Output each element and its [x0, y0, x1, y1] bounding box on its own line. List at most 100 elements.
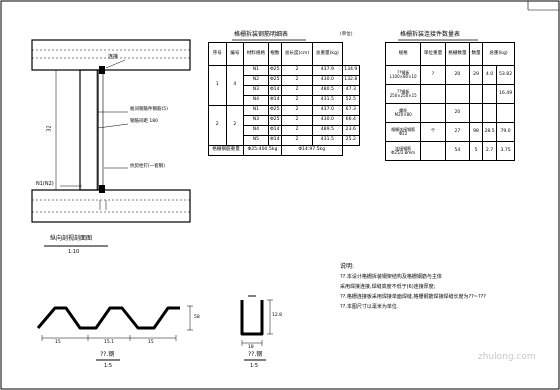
- table1-cell: 430.0: [312, 115, 343, 126]
- table2-cell: 54: [444, 141, 471, 161]
- table2-cell: [496, 103, 515, 123]
- table2-header-cell: 总重(kg): [481, 42, 516, 66]
- height-dimension-value: 32: [46, 125, 53, 132]
- table2-cell: 98: [469, 122, 483, 142]
- table2-cell: [469, 84, 483, 104]
- table1-cell: 47.3: [341, 85, 361, 96]
- note-line: ??.本设计格栅拆装钢架结构及格栅钢筋与主体: [340, 274, 442, 280]
- table2-header-row: 规格 单位重量 格栅数量 数量 总重(kg): [384, 42, 516, 66]
- table1-cell: 2: [280, 105, 314, 116]
- table2-cell: 79.0: [496, 122, 515, 142]
- bottom-slab: [31, 189, 191, 223]
- table1-cell: 132.8: [341, 75, 361, 86]
- main-section-view: [31, 39, 191, 247]
- bottom-bolt: [99, 185, 105, 193]
- table1-cell: 430.0: [312, 75, 343, 86]
- table1-cell: 2: [280, 85, 314, 96]
- detail1-dim: 15: [55, 340, 61, 345]
- table1-cell: N4: [243, 95, 269, 106]
- table2-cell: 20: [444, 103, 471, 123]
- table1-cell: 2: [280, 115, 314, 126]
- table1-header-cell: 总重量(kg): [312, 42, 343, 66]
- table1-cell: 66.4: [341, 115, 361, 126]
- table1-cell: 437.0: [312, 105, 343, 116]
- table1-group-qty: 4: [225, 65, 245, 106]
- table1-cell: 437.9: [312, 65, 343, 76]
- notes-heading: 说明:: [340, 263, 355, 270]
- table1-header-cell: 总长度(cm): [280, 42, 314, 66]
- top-slab: [31, 39, 191, 71]
- table2-header-cell: 格栅数量: [444, 42, 471, 66]
- callout-stud: 抗剪栓钉(一套钢): [130, 164, 166, 169]
- connector-table: 规格 单位重量 格栅数量 数量 总重(kg) ??钢板 L100×80×10?2…: [384, 42, 516, 161]
- table2-cell: ??钢板 L100×80×10: [384, 65, 422, 85]
- table1-unit: (单位): [340, 32, 353, 37]
- top-bolt: [99, 66, 105, 74]
- table1-cell: 2: [280, 95, 314, 106]
- table1-cell: 431.5: [312, 95, 343, 106]
- table1-cell: Φ25: [267, 75, 282, 86]
- table2-cell: 16.49: [496, 84, 515, 104]
- table2-row: 螺栓 M20×80 20: [384, 103, 515, 123]
- table1-cell: Φ14: [267, 135, 282, 146]
- table2-cell: ??钢板 250×250×15: [384, 84, 422, 104]
- table2-cell: [481, 84, 498, 104]
- table2-cell: 4.0: [481, 65, 498, 85]
- table2-header-cell: 数量: [469, 42, 483, 66]
- table1-cell: Φ25: [267, 105, 282, 116]
- table1-group-no: 2: [208, 105, 227, 146]
- detail1-profile: [36, 305, 193, 361]
- table1-cell: 489.5: [312, 125, 343, 136]
- table2-header-cell: 单位重量: [420, 42, 446, 66]
- table1-title: 格栅拆装钢筋明细表: [234, 31, 289, 38]
- table2-title: 格栅拆装连接件数量表: [400, 31, 461, 38]
- table1-header-cell: 序号: [208, 42, 227, 66]
- table1-cell: Φ25: [267, 115, 282, 126]
- table2-cell: 20: [444, 65, 471, 85]
- detail2-dim: 12.8: [272, 313, 283, 318]
- table1-header-cell: 根数: [267, 42, 282, 66]
- table1-cell: N3: [243, 85, 269, 96]
- table2-cell: 螺栓 M20×80: [384, 103, 422, 123]
- table1-cell: N1: [243, 65, 269, 76]
- table1-cell: N5: [243, 135, 269, 146]
- table1-cell: 67.3: [341, 105, 361, 116]
- table1-header-row: 序号 编号 材料规格 根数 总长度(cm) 总重量(kg): [208, 42, 360, 66]
- web-column: [79, 69, 99, 191]
- table2-cell: 28.5: [481, 122, 498, 142]
- detail1-dim: 58: [194, 315, 200, 320]
- table2-cell: 29: [469, 65, 483, 85]
- table2-cell: [481, 103, 498, 123]
- note-line: ??.格栅连接板采用焊接单面焊缝,格栅钢筋焊接焊缝长度为??~???: [340, 294, 486, 300]
- table2-cell: 27: [444, 122, 471, 142]
- main-view-scale: 1:10: [68, 249, 80, 255]
- detail2-channel: [240, 295, 273, 361]
- bottom-bar-label: N1(N2): [36, 181, 54, 187]
- table1-total-row: 格栅钢筋重量 Φ25:400.5kg Φ14:97.5kg: [207, 145, 360, 156]
- table1-cell: Φ14: [267, 125, 282, 136]
- table1-cell: 23.6: [341, 125, 361, 136]
- table1-cell: N3: [243, 115, 269, 126]
- table1-header-cell: 材料规格: [243, 42, 269, 66]
- table1-total-b: Φ14:97.5kg: [280, 145, 343, 156]
- table1-cell: 2: [280, 75, 314, 86]
- table2-cell: [420, 103, 446, 123]
- detail2-scale: 1:5: [250, 363, 259, 369]
- table1-cell: 2: [280, 65, 314, 76]
- detail1-label: ??.钢: [100, 351, 115, 358]
- note-line: ??.本图尺寸以毫米为单位.: [340, 304, 399, 310]
- table2-cell: [469, 103, 483, 123]
- table1-cell: N2: [243, 75, 269, 86]
- table2-cell: 5: [469, 141, 483, 161]
- table1-cell: 52.5: [341, 95, 361, 106]
- detail1-dim: 15: [148, 340, 154, 345]
- table1-total-label: 格栅钢筋重量: [207, 145, 245, 156]
